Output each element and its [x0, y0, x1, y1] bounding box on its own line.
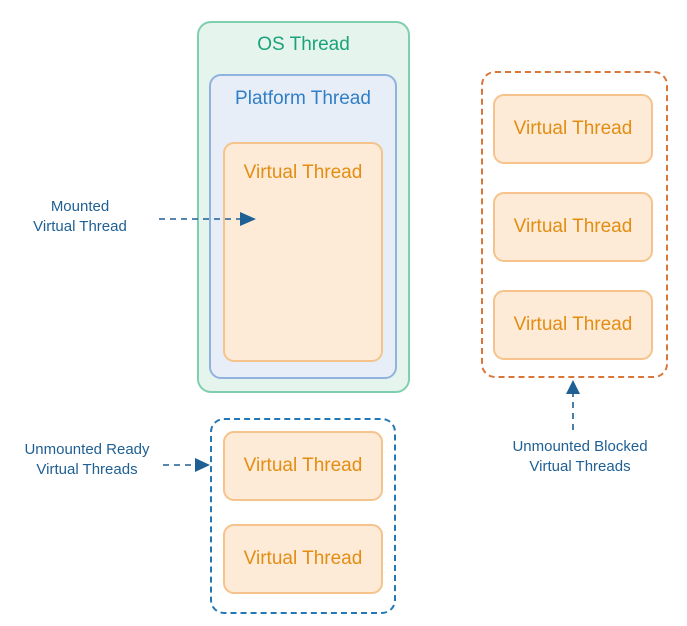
- ready-caption-line2: Virtual Threads: [36, 461, 138, 478]
- ready-virtual-thread: Virtual Thread: [223, 431, 383, 501]
- blocked-caption: Unmounted Blocked Virtual Threads: [490, 437, 670, 477]
- mounted-virtual-thread: Virtual Thread: [223, 142, 383, 362]
- blocked-virtual-thread: Virtual Thread: [493, 192, 653, 262]
- ready-virtual-thread: Virtual Thread: [223, 524, 383, 594]
- mounted-arrow: [159, 212, 256, 226]
- blocked-arrow: [566, 380, 580, 430]
- mounted-caption: Mounted Virtual Thread: [14, 197, 146, 237]
- platform-thread-title: Platform Thread: [235, 88, 371, 109]
- mounted-caption-line2: Virtual Thread: [33, 218, 127, 235]
- ready-caption-line1: Unmounted Ready: [24, 441, 150, 458]
- unmounted-ready-group: [210, 418, 396, 614]
- os-thread-title: OS Thread: [257, 34, 350, 55]
- blocked-virtual-thread: Virtual Thread: [493, 94, 653, 164]
- blocked-caption-line1: Unmounted Blocked: [512, 438, 648, 455]
- ready-arrow: [163, 458, 210, 472]
- ready-caption: Unmounted Ready Virtual Threads: [2, 440, 172, 480]
- blocked-virtual-thread: Virtual Thread: [493, 290, 653, 360]
- mounted-caption-line1: Mounted: [50, 198, 110, 215]
- unmounted-blocked-group: [481, 71, 668, 378]
- blocked-caption-line2: Virtual Threads: [529, 458, 631, 475]
